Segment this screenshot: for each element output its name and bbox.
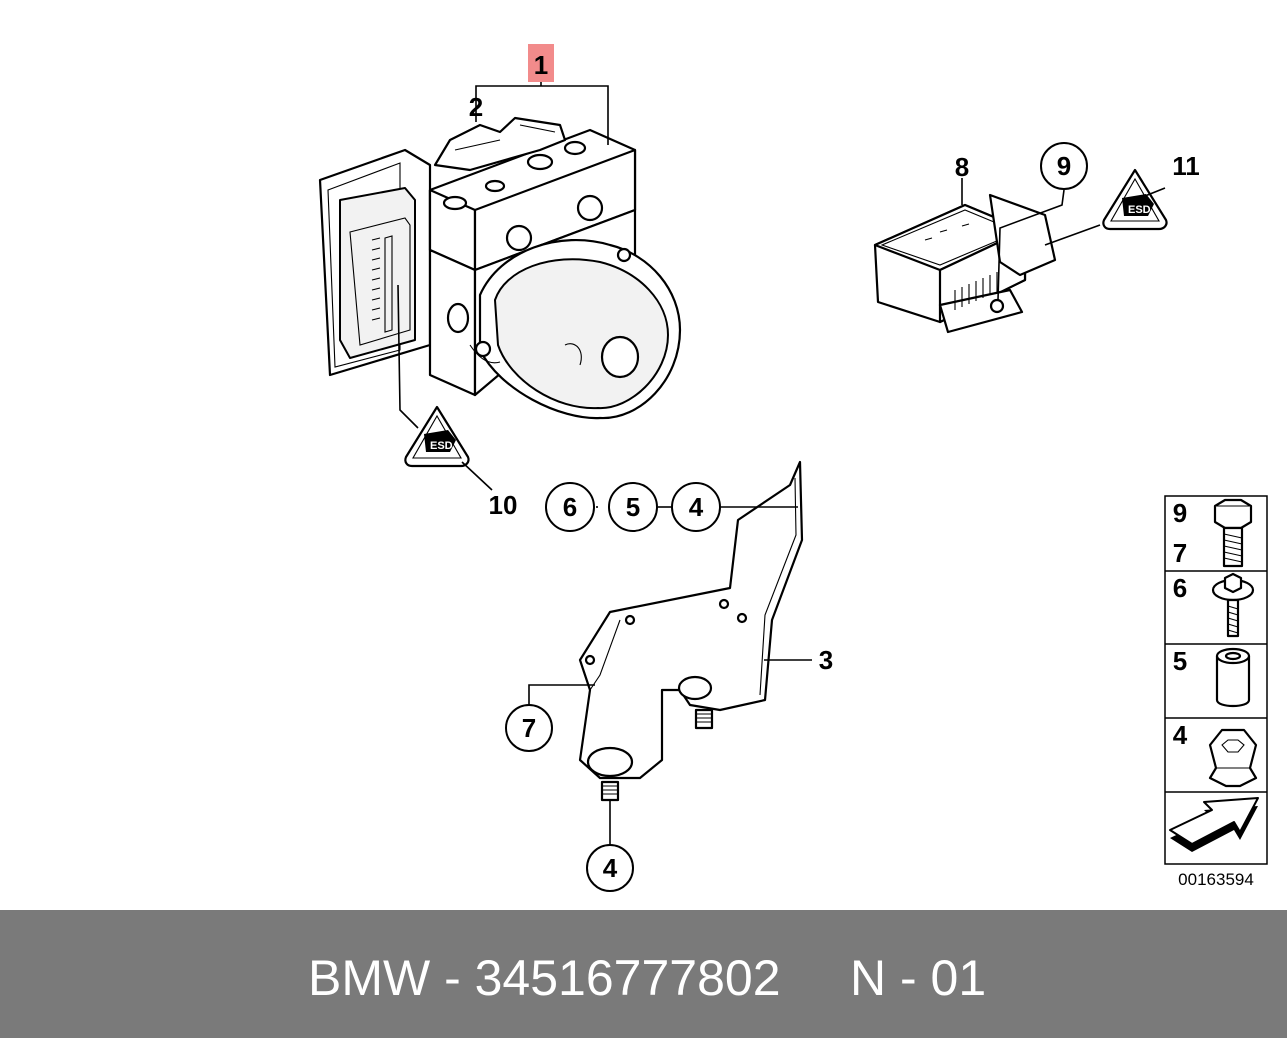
callout-4-top: 4 [671,482,721,532]
esd-warning-triangle-10: ESD [404,405,470,468]
leader-lines [397,82,1166,845]
flange-screw-icon [1211,572,1255,638]
abs-unit-drawing [318,85,682,420]
legend-label-4: 4 [1173,720,1188,750]
svg-text:9: 9 [1057,151,1071,181]
callout-2: 2 [469,92,483,122]
svg-text:1: 1 [534,50,548,80]
grommet-icon [1208,728,1258,788]
parts-diagram: ESD ESD 1 2 8 9 11 10 6 5 [318,44,1268,892]
hardware-legend: 9 7 6 5 4 [1164,495,1268,889]
yaw-sensor-drawing [873,193,1057,334]
svg-text:ESD: ESD [430,440,453,452]
callout-6: 6 [545,482,595,532]
svg-text:4: 4 [689,492,704,522]
callout-5: 5 [608,482,658,532]
callout-8: 8 [955,152,969,182]
legend-label-6: 6 [1173,573,1187,603]
esd-warning-triangle-11: ESD [1102,168,1168,231]
callout-3: 3 [819,645,833,675]
footer-bar [0,910,1287,1038]
callout-10: 10 [489,490,518,520]
callout-4-bottom: 4 [586,844,634,892]
callout-7: 7 [505,704,553,752]
callout-9: 9 [1040,142,1088,190]
part-number-label: BMW - 34516777802 N - 01 [308,950,987,1006]
callout-1: 1 [528,44,554,82]
svg-text:6: 6 [563,492,577,522]
legend-label-7: 7 [1173,538,1187,568]
legend-label-9: 9 [1173,498,1187,528]
hex-bolt-icon [1213,498,1253,568]
diagram-reference-number: 00163594 [1178,870,1254,889]
svg-text:7: 7 [522,713,536,743]
legend-label-5: 5 [1173,646,1187,676]
svg-text:5: 5 [626,492,640,522]
callout-11: 11 [1172,151,1200,181]
spacer-sleeve-icon [1215,647,1251,708]
bracket-drawing [578,460,804,802]
svg-text:4: 4 [603,853,618,883]
svg-text:ESD: ESD [1128,204,1151,216]
arrow-icon [1169,797,1259,852]
